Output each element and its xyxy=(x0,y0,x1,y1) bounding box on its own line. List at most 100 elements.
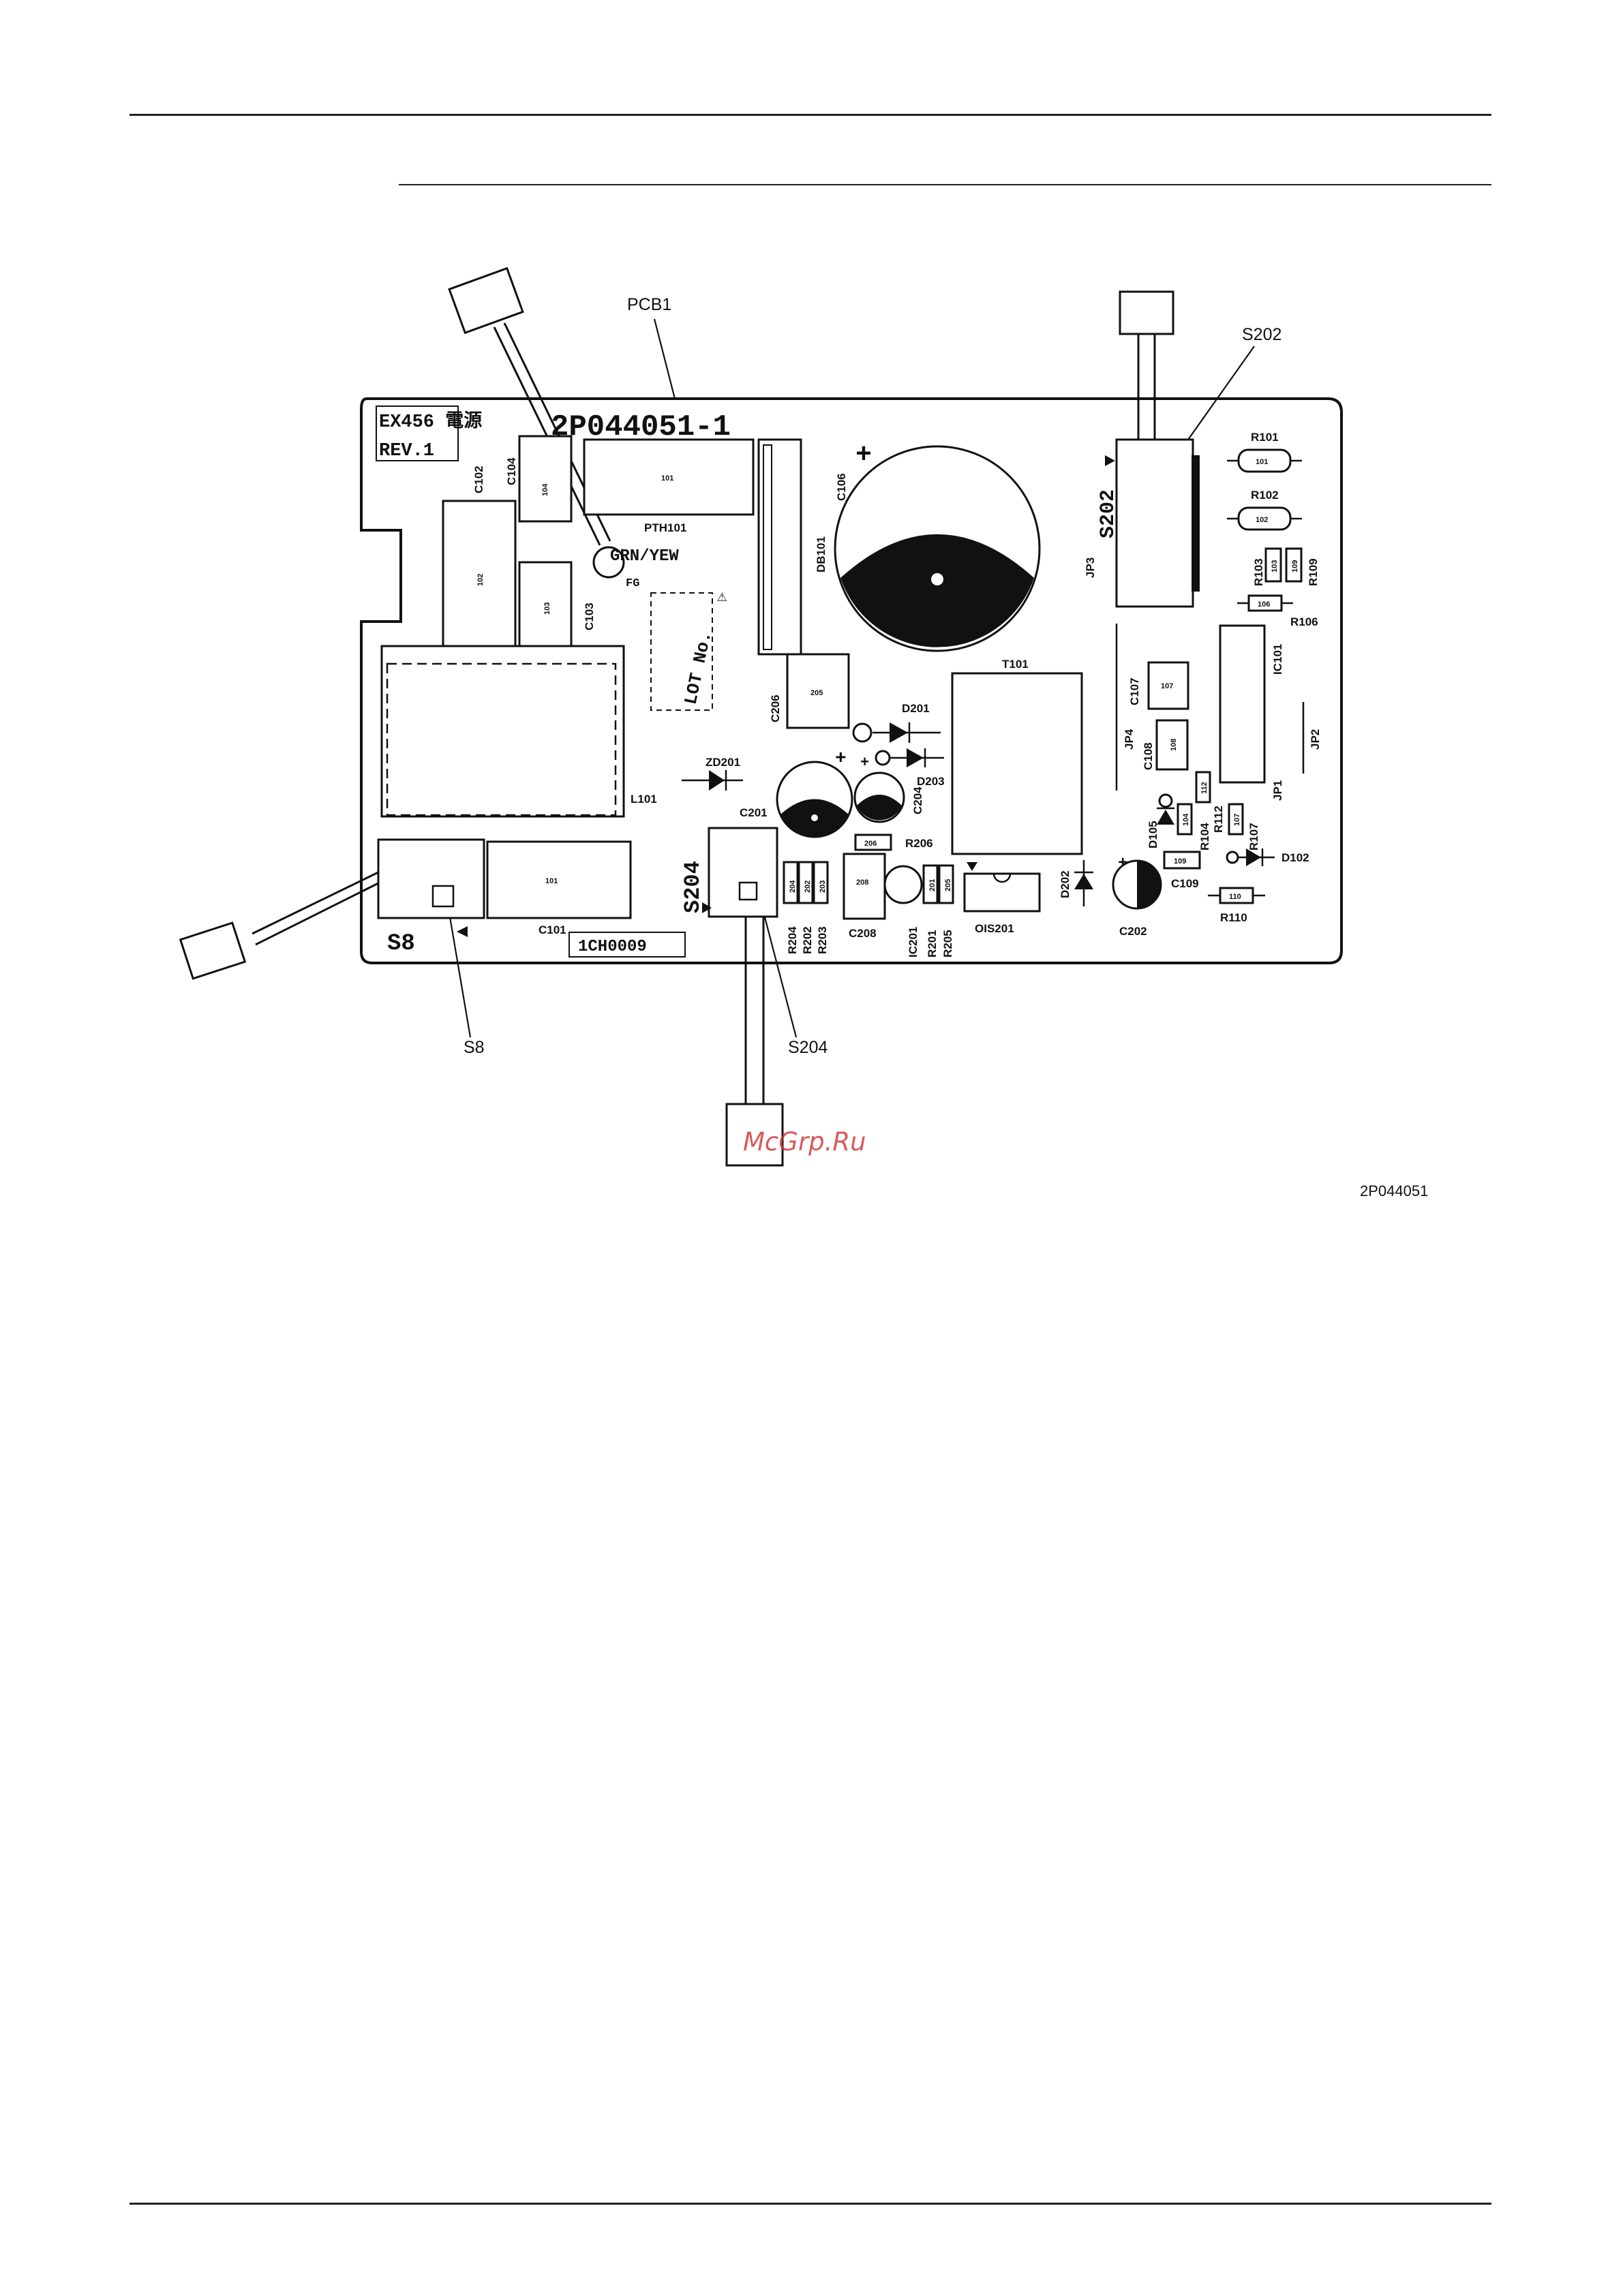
resistor-r103 xyxy=(1264,547,1282,583)
label-c102: C102 xyxy=(472,465,485,493)
watermark: McGrp.Ru xyxy=(743,1127,866,1157)
ic-ic201 xyxy=(883,865,923,904)
capacitor-c206 xyxy=(786,653,850,729)
label-c101: C101 xyxy=(539,923,566,936)
label-c108: C108 xyxy=(1142,742,1155,770)
s8-pin1-marker xyxy=(457,926,468,937)
diode-d102 xyxy=(1226,848,1275,866)
pcb-board-outline xyxy=(360,397,1343,964)
svg-text:205: 205 xyxy=(810,689,823,697)
callout-s202: S202 xyxy=(1242,325,1281,344)
svg-text:107: 107 xyxy=(1233,814,1241,826)
svg-text:202: 202 xyxy=(804,881,812,893)
label-t101: T101 xyxy=(1002,658,1029,671)
callout-pcb1: PCB1 xyxy=(627,295,671,314)
bottom-stamp: 1CH0009 xyxy=(578,938,647,956)
wire-s204 xyxy=(725,917,784,1167)
wire-s8 xyxy=(179,871,379,980)
wire-s202 xyxy=(1119,290,1174,440)
label-c208: C208 xyxy=(849,927,877,940)
svg-text:201: 201 xyxy=(928,879,937,891)
bottom-stamp-frame xyxy=(568,932,686,958)
label-r206: R206 xyxy=(905,837,933,850)
label-r112: R112 xyxy=(1212,806,1225,833)
callout-s8: S8 xyxy=(464,1038,485,1057)
svg-text:208: 208 xyxy=(856,878,868,887)
svg-text:+: + xyxy=(835,748,847,769)
resistor-r104 xyxy=(1177,803,1193,836)
transformer-t101 xyxy=(951,672,1083,855)
section-rule xyxy=(399,184,1491,185)
label-r201: R201 xyxy=(926,930,939,958)
label-r110: R110 xyxy=(1220,911,1247,924)
capacitor-c108 xyxy=(1155,719,1189,771)
warning-mark: ⚠ xyxy=(717,588,727,607)
s204-pin1-marker xyxy=(702,902,712,913)
resistor-r107 xyxy=(1228,803,1244,836)
label-pth101: PTH101 xyxy=(644,521,686,534)
label-d105: D105 xyxy=(1147,821,1159,848)
svg-text:108: 108 xyxy=(1170,739,1178,751)
label-r205: R205 xyxy=(941,930,954,958)
bridge-db101 xyxy=(757,438,802,656)
label-c103: C103 xyxy=(583,602,596,630)
label-d203: D203 xyxy=(917,775,945,788)
svg-text:+: + xyxy=(1118,855,1127,873)
label-c202: C202 xyxy=(1119,925,1147,938)
capacitor-c109 xyxy=(1163,851,1201,870)
label-ic201: IC201 xyxy=(907,927,920,958)
pcb-diagram: PCB1 S202 S8 S204 EX456 電源 REV.1 2P04405… xyxy=(179,266,1343,1167)
svg-text:109: 109 xyxy=(1174,857,1186,866)
choke-l101 xyxy=(380,645,625,818)
label-jp3: JP3 xyxy=(1084,557,1097,578)
lot-label: LOT No. xyxy=(680,630,716,707)
label-d202: D202 xyxy=(1059,870,1072,898)
label-r103: R103 xyxy=(1252,558,1265,586)
label-s204: S204 xyxy=(680,861,706,913)
model-label: EX456 電源 xyxy=(379,410,482,433)
thermistor-pth101 xyxy=(583,438,755,516)
label-s202: S202 xyxy=(1097,489,1120,538)
label-jp2: JP2 xyxy=(1309,729,1322,750)
diode-d202 xyxy=(1074,860,1093,906)
capacitor-c107 xyxy=(1147,661,1189,710)
label-zd201: ZD201 xyxy=(706,756,740,769)
label-ic101: IC101 xyxy=(1271,644,1284,675)
label-d102: D102 xyxy=(1281,851,1309,864)
s202-pin1-marker xyxy=(1105,455,1115,466)
label-c204: C204 xyxy=(911,786,924,814)
svg-text:110: 110 xyxy=(1229,893,1241,901)
zener-zd201 xyxy=(682,770,743,791)
label-c106: C106 xyxy=(835,473,848,501)
label-c104: C104 xyxy=(505,457,518,485)
svg-text:204: 204 xyxy=(789,880,797,893)
model-label-frame xyxy=(376,405,459,461)
capacitor-c101 xyxy=(486,840,632,919)
label-r101: R101 xyxy=(1251,431,1279,444)
ic-ic101 xyxy=(1219,624,1266,784)
label-r203: R203 xyxy=(816,926,829,954)
bottom-rule xyxy=(130,2203,1491,2205)
svg-text:206: 206 xyxy=(864,840,877,848)
label-r109: R109 xyxy=(1307,558,1320,586)
label-ois201: OIS201 xyxy=(975,922,1014,935)
document-reference: 2P044051 xyxy=(1360,1182,1429,1199)
resistor-r206 xyxy=(854,833,892,851)
svg-text:103: 103 xyxy=(543,602,551,615)
top-rule xyxy=(130,114,1491,116)
label-r202: R202 xyxy=(801,926,814,954)
svg-text:102: 102 xyxy=(476,574,485,586)
label-c206: C206 xyxy=(769,694,782,722)
svg-text:205: 205 xyxy=(944,879,952,891)
svg-text:101: 101 xyxy=(545,877,558,885)
resistor-pair-r201-r205 xyxy=(922,864,954,904)
grn-yew-label: GRN/YEW xyxy=(610,547,679,566)
leader-pcb1 xyxy=(653,318,676,399)
callout-s204: S204 xyxy=(788,1038,828,1057)
diode-d105 xyxy=(1157,793,1174,825)
resistor-bank-r204-r203 xyxy=(783,861,829,904)
label-l101: L101 xyxy=(631,793,657,806)
capacitor-c102 xyxy=(442,500,517,649)
resistor-r109 xyxy=(1285,547,1303,583)
label-r106: R106 xyxy=(1290,615,1318,628)
